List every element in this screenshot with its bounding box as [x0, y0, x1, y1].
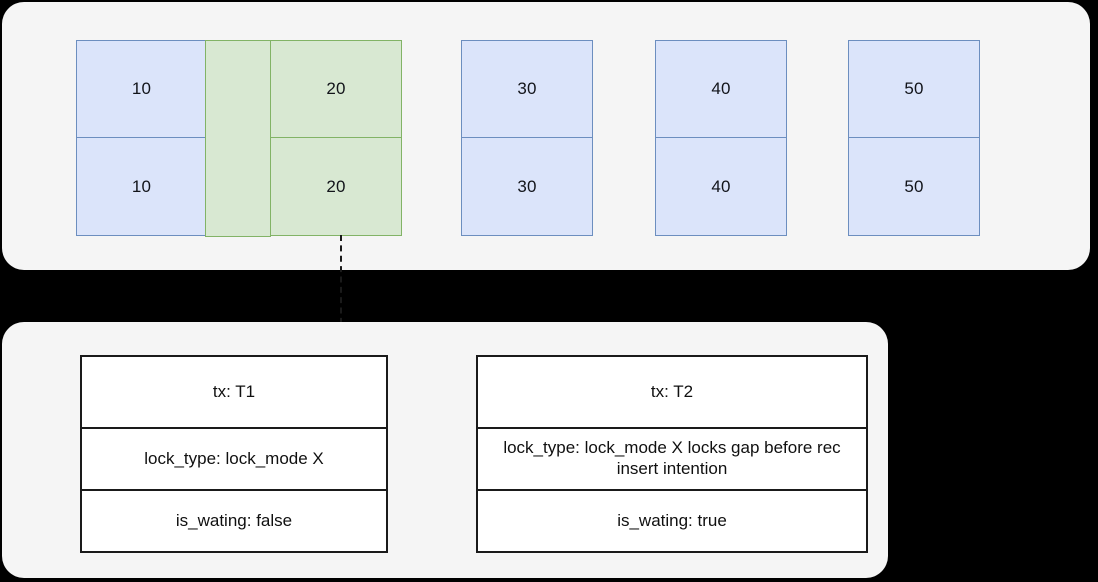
index-cell-30-upper-label: 30 [517, 79, 537, 98]
lock-box-t2-is-waiting: is_wating: true [478, 489, 866, 551]
lock-box-t1-lock-type: lock_type: lock_mode X [82, 427, 386, 489]
index-cell-50-lower-label: 50 [904, 176, 924, 196]
index-cell-40-upper[interactable]: 40 [655, 40, 787, 138]
index-cell-10-lower[interactable]: 10 [76, 137, 207, 236]
index-cell-50-lower[interactable]: 50 [848, 137, 980, 236]
index-cell-10-lower-label: 10 [131, 176, 152, 196]
index-cell-20-upper-label: 20 [326, 79, 346, 98]
index-cell-30-lower[interactable]: 30 [461, 137, 593, 236]
index-cell-50-upper-label: 50 [904, 79, 924, 98]
lock-box-t2[interactable]: tx: T2 lock_type: lock_mode X locks gap … [476, 355, 868, 553]
lock-box-t2-tx: tx: T2 [650, 381, 694, 401]
index-records-panel: 10 10 20 20 30 30 40 40 50 50 [2, 2, 1090, 270]
lock-box-t1-tx: tx: T1 [212, 381, 256, 401]
index-cell-40-lower-label: 40 [711, 176, 731, 196]
dashed-connector-line [340, 235, 342, 355]
index-cell-10-upper-label: 10 [131, 79, 152, 98]
index-cell-50-upper[interactable]: 50 [848, 40, 980, 138]
index-cell-20-lower-label: 20 [326, 176, 346, 196]
lock-box-t1[interactable]: tx: T1 lock_type: lock_mode X is_wating:… [80, 355, 388, 553]
gap-lock-region[interactable] [205, 40, 271, 237]
lock-box-t2-lock-type: lock_type: lock_mode X locks gap before … [478, 427, 866, 489]
index-cell-30-upper[interactable]: 30 [461, 40, 593, 138]
index-cell-40-lower[interactable]: 40 [655, 137, 787, 236]
index-cell-30-lower-label: 30 [517, 176, 537, 196]
index-cell-20-upper[interactable]: 20 [270, 40, 402, 138]
index-cell-40-upper-label: 40 [711, 79, 731, 98]
index-cell-10-upper[interactable]: 10 [76, 40, 207, 138]
index-cell-20-lower[interactable]: 20 [270, 137, 402, 236]
lock-box-t1-is-waiting: is_wating: false [82, 489, 386, 551]
